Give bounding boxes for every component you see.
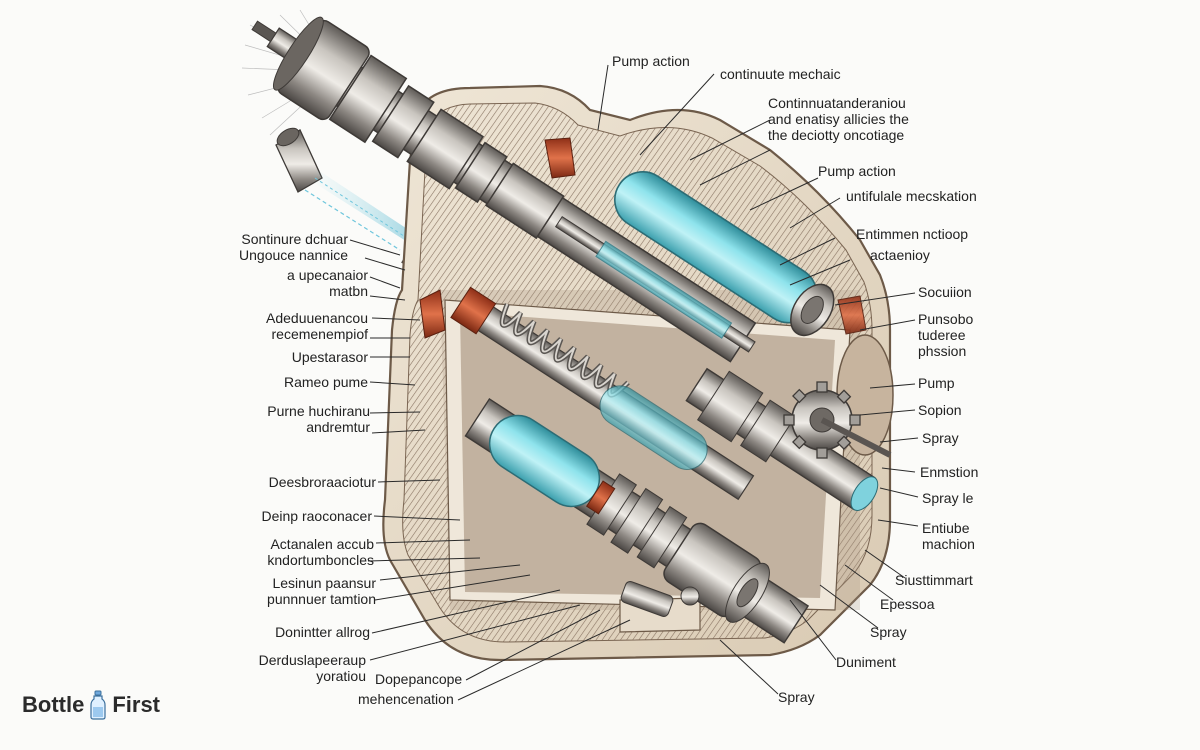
- label-sopion: Sopion: [918, 402, 962, 418]
- label-upestarasor: Upestarasor: [291, 349, 368, 365]
- label-epessoa: Epessoa: [880, 596, 935, 612]
- label-untifulale: untifulale mecskation: [846, 188, 977, 204]
- pump-housing: [382, 84, 894, 662]
- label-duniment: Duniment: [836, 654, 896, 670]
- loose-tube: [275, 127, 323, 193]
- label-socuiion: Socuiion: [918, 284, 972, 300]
- label-actanalen: Actanalen accub kndortumboncles: [267, 536, 374, 568]
- label-derduslap: Derduslapeeraup yoratiou: [258, 652, 366, 684]
- drive-gear: [685, 367, 892, 511]
- label-dopepanope: Dopepancope: [375, 671, 463, 687]
- label-sontinure: Sontinure dchuar Ungouce nannice: [239, 231, 348, 263]
- label-purne: Purne huchiranu andremtur: [267, 403, 370, 435]
- label-siusttimmart: Siusttimmart: [895, 572, 973, 588]
- label-spray-r1: Spray: [922, 430, 959, 446]
- label-donintter: Donintter allrog: [275, 624, 370, 640]
- lower-piston-assembly: [464, 397, 810, 644]
- brand-logo: Bottle First: [22, 690, 160, 720]
- label-entimmen: Entimmen nctioop: [856, 226, 969, 242]
- leader-lines: [349, 64, 919, 701]
- label-actaenioy: actaenioy: [870, 247, 930, 263]
- label-spray-r2: Spray: [870, 624, 907, 640]
- label-upecanaior: a upecanaior matbn: [287, 267, 368, 299]
- label-spray-le: Spray le: [922, 490, 974, 506]
- spring-assembly: [450, 286, 755, 501]
- label-enmstion: Enmstion: [920, 464, 979, 480]
- upper-piston-assembly: [251, 16, 757, 363]
- label-top-right-block: Continnuatanderaniou and enatisy allicie…: [768, 95, 909, 143]
- bottom-pin: [620, 581, 700, 617]
- label-punsobo: Punsobo tuderee phssion: [918, 311, 974, 359]
- label-pump-action-right: Pump action: [818, 163, 896, 179]
- label-entiube: Entiube machion: [922, 520, 975, 552]
- label-lesinun: Lesinun paansur punnnuer tamtion: [267, 575, 376, 607]
- label-deinp: Deinp raoconacer: [261, 508, 372, 524]
- label-continuute-mechaic: continuute mechaic: [720, 66, 841, 82]
- bottle-icon: [90, 690, 106, 720]
- label-pump: Pump: [918, 375, 955, 391]
- label-mehencenation: mehencenation: [358, 691, 454, 707]
- label-pump-action-top: Pump action: [612, 53, 690, 69]
- label-adeduuer: Adeduuenancou recemenempiof: [266, 310, 368, 342]
- label-spray-bottom: Spray: [778, 689, 815, 705]
- logo-word-first: First: [112, 692, 161, 717]
- logo-word-bottle: Bottle: [22, 692, 85, 717]
- label-rameo: Rameo pume: [283, 374, 368, 390]
- upper-glass-tube: [614, 171, 835, 337]
- label-deesbor: Deesbroraaciotur: [268, 474, 376, 490]
